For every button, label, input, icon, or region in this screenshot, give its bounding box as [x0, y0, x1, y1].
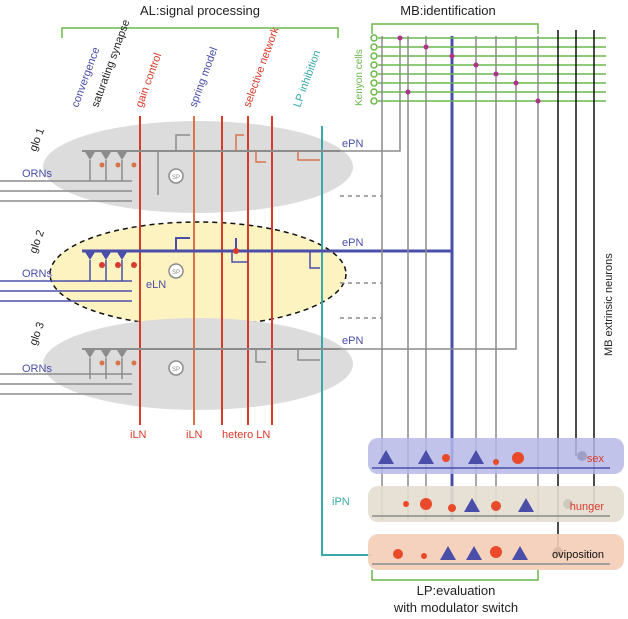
- glo2-gain-synapse-2: [115, 262, 121, 268]
- sp-label-2: SP: [172, 270, 180, 276]
- orn-lines-glo1: [0, 180, 132, 202]
- glo3-orn-synapse-3: [117, 350, 127, 358]
- glo1-label: glo 1: [28, 127, 47, 154]
- glo1-circuit: SP: [82, 134, 340, 195]
- orns-label-2: ORNs: [22, 268, 52, 280]
- lp-band-sex: [368, 438, 624, 474]
- glo2-gain-synapse-3: [131, 262, 137, 268]
- al-title: AL:signal processing: [140, 3, 260, 18]
- glo2-circuit: SP eLN: [82, 237, 452, 291]
- glo1-orn-synapse-2: [101, 152, 111, 160]
- output-label-oviposition: oviposition: [552, 549, 604, 561]
- glomerulus-2: [49, 221, 347, 327]
- glo1-gain-synapse-2: [115, 162, 121, 168]
- label-selective-network: selective network: [242, 25, 282, 109]
- glo2-gain-synapse-1: [99, 262, 105, 268]
- lp-neurons-hunger: [403, 498, 534, 512]
- epn-label-2: ePN: [342, 237, 363, 249]
- lp-title-line1: LP:evaluation: [417, 583, 496, 598]
- epn-label-3: ePN: [342, 335, 363, 347]
- kenyon-cell-bodies: [370, 34, 378, 105]
- eln-label: eLN: [146, 279, 166, 291]
- output-label-hunger: hunger: [570, 501, 605, 513]
- glo3-gain-synapse-3: [131, 360, 137, 366]
- bottom-label-iln-1: iLN: [130, 429, 147, 441]
- bottom-label-hetero-ln: hetero LN: [222, 429, 270, 441]
- mb-bracket: [371, 23, 539, 34]
- glomerulus-1: [43, 121, 353, 213]
- glo2-orn-synapse-3: [117, 252, 127, 260]
- label-spring-model: spring model: [188, 46, 221, 109]
- glo3-label: glo 3: [28, 321, 47, 348]
- bottom-label-iln-2: iLN: [186, 429, 203, 441]
- glo3-circuit: SP: [82, 348, 340, 376]
- glo3-gain-synapse-1: [99, 360, 105, 366]
- output-label-sex: sex: [587, 453, 605, 465]
- orns-label-1: ORNs: [22, 168, 52, 180]
- glo3-orn-synapse-2: [101, 350, 111, 358]
- lp-inhibition-column: [321, 126, 372, 556]
- glo2-orn-synapse-2: [101, 252, 111, 260]
- glo1-orn-synapse-1: [85, 152, 95, 160]
- glo1-orn-synapse-3: [117, 152, 127, 160]
- mb-extrinsic-label: MB extrinsic neurons: [603, 253, 615, 356]
- glo2-label: glo 2: [28, 229, 47, 256]
- lp-title-line2: with modulator switch: [393, 600, 518, 615]
- glomerulus-3: [43, 318, 353, 410]
- epn-1-projection: [340, 36, 401, 152]
- label-lp-inhibition: LP inhibition: [292, 49, 324, 109]
- dashed-projections: [340, 195, 382, 319]
- sp-label-3: SP: [172, 367, 180, 373]
- glo1-gain-synapse-3: [131, 162, 137, 168]
- glo3-gain-synapse-2: [115, 360, 121, 366]
- lp-neurons-oviposition: [393, 546, 528, 560]
- orn-lines-glo3: [0, 373, 132, 395]
- label-gain-control: gain control: [134, 51, 165, 109]
- glo2-synapse-dot: [233, 248, 239, 254]
- kenyon-synapses: [397, 35, 541, 104]
- lp-bracket: [371, 570, 539, 581]
- kenyon-cells-label: Kenyon cells: [354, 49, 365, 106]
- kenyon-cell-lines: [378, 37, 606, 102]
- al-bracket: [61, 27, 339, 38]
- glo2-orn-synapse-1: [85, 252, 95, 260]
- glo3-orn-synapse-1: [85, 350, 95, 358]
- orn-lines-glo2: [0, 280, 132, 302]
- glo1-gain-synapse-1: [99, 162, 105, 168]
- lp-neurons-sex: [378, 450, 524, 465]
- epn-label-1: ePN: [342, 138, 363, 150]
- ipn-label: iPN: [332, 496, 350, 508]
- orns-label-3: ORNs: [22, 363, 52, 375]
- mb-title: MB:identification: [400, 3, 495, 18]
- epn-3-projection: [340, 36, 517, 350]
- sp-label-1: SP: [172, 175, 180, 181]
